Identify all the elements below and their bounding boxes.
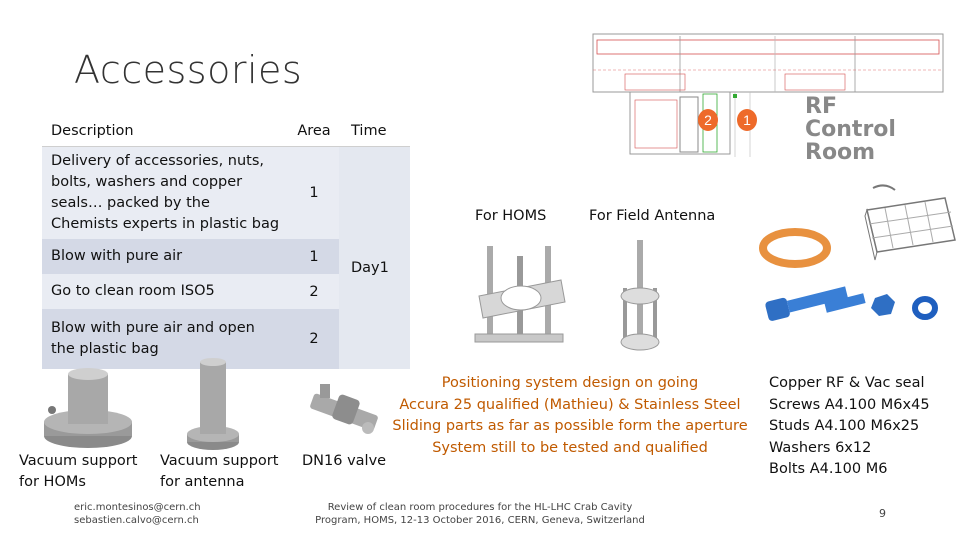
row-area: 2: [289, 309, 339, 369]
table-row: Blow with pure air and open the plastic …: [42, 309, 410, 369]
floor-plan-image: 2 1 RF Control Room: [585, 22, 957, 164]
row-description: Blow with pure air: [42, 239, 289, 274]
stud-icon: [824, 293, 866, 313]
footer-line: Review of clean room procedures for the …: [327, 502, 633, 513]
list-item: Washers 6x12: [769, 439, 872, 456]
row-area: 1: [289, 146, 339, 239]
row-area: 1: [289, 239, 339, 274]
for-homs-label: For HOMS: [475, 208, 547, 224]
table-row: Delivery of accessories, nuts, bolts, wa…: [42, 146, 410, 369]
footer-line: Program, HOMS, 12-13 October 2016, CERN,…: [315, 514, 645, 526]
table-row: Blow with pure air 1: [42, 239, 410, 274]
accessories-table: Description Area Time Delivery of access…: [42, 116, 410, 369]
copper-seal-icon: [759, 228, 831, 268]
row-description: Go to clean room ISO5: [42, 274, 289, 309]
footer-event: Review of clean room procedures for the …: [300, 502, 660, 527]
note-line: Sliding parts as far as possible form th…: [392, 418, 748, 434]
parts-list: Copper RF & Vac seal Screws A4.100 M6x45…: [769, 373, 944, 481]
location-badge-2: 2: [698, 109, 718, 131]
header-area: Area: [289, 116, 339, 147]
nut-icon: [871, 294, 895, 316]
dn16-valve-image: [310, 384, 378, 434]
for-field-antenna-label: For Field Antenna: [589, 208, 716, 224]
page-number: 9: [879, 507, 886, 520]
row-description: Blow with pure air and open the plastic …: [42, 309, 289, 369]
positioning-notes: Positioning system design on going Accur…: [390, 373, 750, 459]
contact-email: sebastien.calvo@cern.ch: [74, 514, 199, 526]
vacuum-support-antenna-label: Vacuum support for antenna: [160, 453, 279, 490]
vacuum-support-homs-image: [44, 368, 132, 448]
list-item: Bolts A4.100 M6: [769, 461, 888, 477]
contact-email: eric.montesinos@cern.ch: [74, 502, 201, 513]
row-time: Day1: [339, 146, 410, 369]
location-badge-1: 1: [737, 109, 757, 131]
basket-icon: [864, 184, 956, 261]
footer-contacts: eric.montesinos@cern.ch sebastien.calvo@…: [74, 502, 201, 527]
note-line: Accura 25 qualified (Mathieu) & Stainles…: [399, 396, 741, 413]
parts-image: [759, 184, 956, 321]
screw-icon: [765, 286, 848, 321]
row-area: 2: [289, 274, 339, 309]
list-item: Copper RF & Vac seal: [769, 375, 925, 391]
header-time: Time: [339, 116, 410, 147]
header-description: Description: [42, 116, 289, 147]
homs-positioning-image: [474, 246, 566, 343]
list-item: Studs A4.100 M6x25: [769, 418, 920, 434]
washer-icon: [912, 296, 938, 320]
antenna-positioning-image: [620, 240, 660, 351]
time-value: Day1: [351, 260, 389, 276]
list-item: Screws A4.100 M6x45: [769, 396, 930, 413]
row-description: Delivery of accessories, nuts, bolts, wa…: [42, 146, 289, 239]
note-line: Positioning system design on going: [441, 375, 699, 391]
table-header-row: Description Area Time: [42, 116, 410, 147]
rf-control-room-label: RF Control Room: [805, 94, 896, 165]
dn16-valve-label: DN16 valve: [302, 453, 387, 469]
table-row: Go to clean room ISO5 2: [42, 274, 410, 309]
vacuum-support-homs-label: Vacuum support for HOMs: [19, 453, 138, 490]
slide-title: Accessories: [74, 48, 303, 92]
note-line: System still to be tested and qualified: [432, 439, 708, 456]
vacuum-support-antenna-image: [187, 358, 239, 450]
